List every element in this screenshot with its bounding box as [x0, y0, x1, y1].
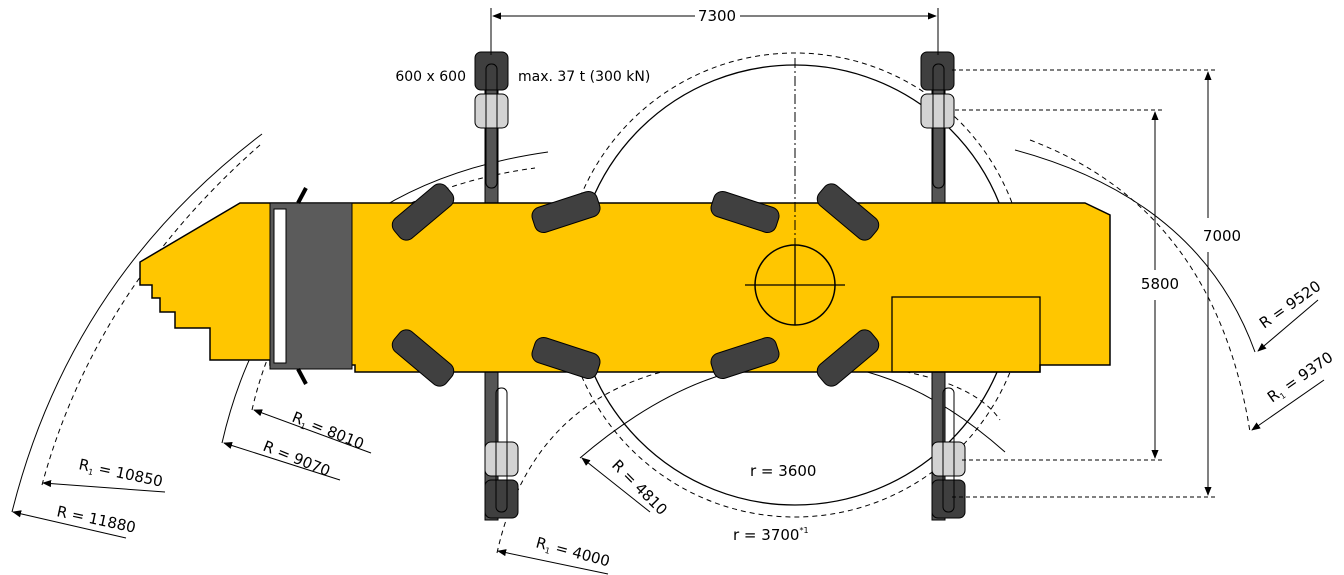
outrigger-pad-rl-partial — [484, 441, 519, 477]
pad-size-label: 600 x 600 — [395, 69, 466, 85]
tire — [710, 336, 780, 380]
label-ri-8010: R1 = 8010 — [289, 408, 366, 454]
label-ri-9370: R1 = 9370 — [1264, 348, 1337, 407]
tire — [816, 183, 880, 241]
dim-outrigger-width-full: 7000 — [1203, 227, 1241, 245]
slew-center-marker — [745, 58, 845, 326]
tire — [816, 329, 880, 387]
arc-r-9520 — [1014, 149, 1256, 353]
label-slew-inner: r = 3600 — [750, 462, 816, 480]
outrigger-pad-rr-extended — [931, 479, 966, 519]
radius-leaders — [12, 299, 1325, 575]
dim-outrigger-width-partial: 5800 — [1141, 275, 1179, 293]
tire — [391, 329, 455, 387]
tire — [531, 336, 601, 380]
crane-carrier — [139, 187, 1111, 385]
max-load-label: max. 37 t (300 kN) — [518, 69, 650, 85]
tire — [391, 183, 455, 241]
outrigger-pad-rl-extended — [484, 479, 519, 519]
arc-ri-9370 — [1029, 139, 1251, 433]
label-r-4810: R = 4810 — [608, 456, 671, 519]
dimension-lines — [490, 8, 1218, 498]
tires — [391, 183, 880, 387]
outrigger-pad-rr-partial — [931, 441, 966, 477]
mirror-left — [296, 187, 308, 204]
carrier-body — [139, 202, 1111, 373]
outrigger-pad-fl-partial — [474, 93, 509, 129]
tire — [531, 190, 601, 234]
outrigger-pad-fr-partial — [920, 93, 955, 129]
arc-ri-10850 — [41, 144, 261, 486]
mirror-right — [296, 368, 308, 385]
outrigger-pad-fl-extended — [474, 51, 509, 91]
cab-windshield — [273, 208, 287, 364]
tire — [710, 190, 780, 234]
label-slew-outer: r = 3700*1 — [733, 526, 809, 544]
dim-outrigger-length: 7300 — [698, 7, 736, 25]
outrigger-pad-fr-extended — [920, 51, 955, 91]
arc-r-11880 — [11, 133, 263, 513]
counterweight-box — [891, 296, 1041, 373]
arc-ri-4000 — [496, 359, 1001, 554]
label-ri-4000: R1 = 4000 — [534, 533, 612, 571]
